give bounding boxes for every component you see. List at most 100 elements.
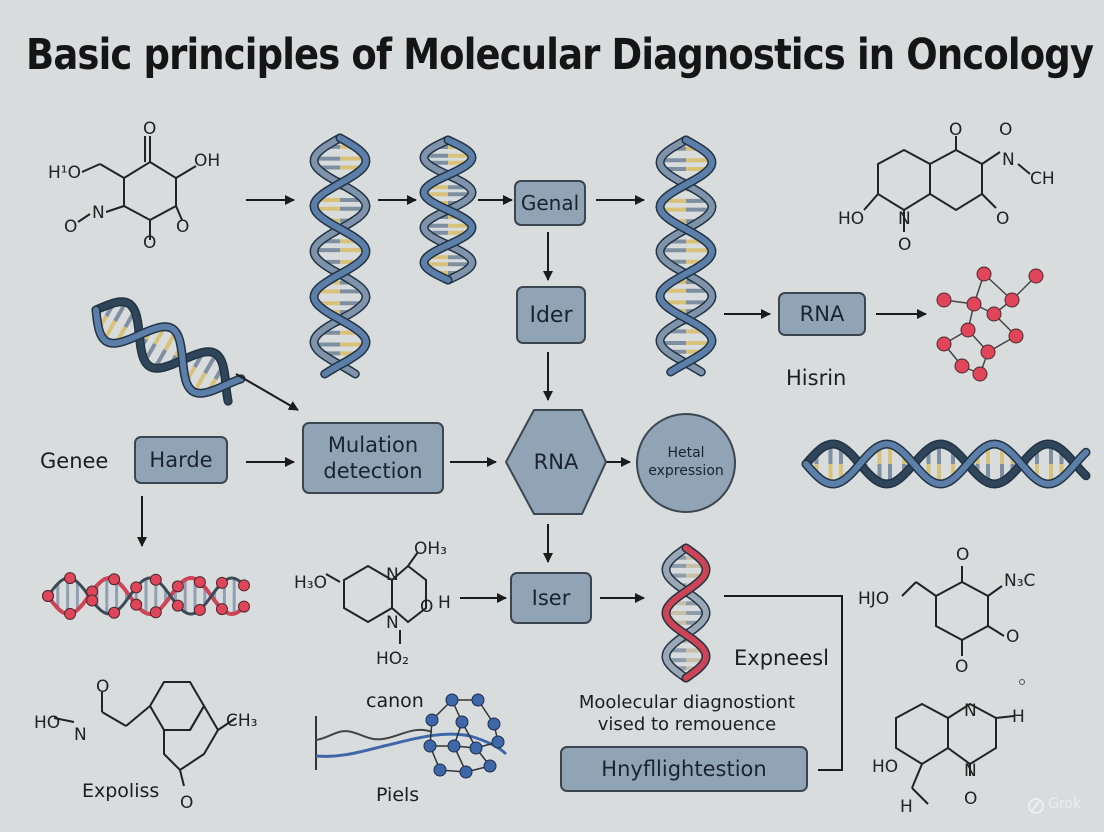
chem-labels-bottom-left: HO N O CH₃ O [34,677,257,813]
atom [972,366,988,382]
expoliss-label: Expoliss [82,780,160,802]
svg-text:O: O [964,789,977,809]
svg-text:O: O [64,217,77,237]
hnyfllightestion-node-label: Hnyfllightestion [601,757,767,781]
atom [171,580,184,593]
atom [64,607,77,620]
hetal-line1: Hetal [667,445,705,461]
hetal-expression-node-shape [636,413,736,513]
svg-text:N: N [386,565,399,585]
svg-text:H₃O: H₃O [294,573,327,593]
mutation-detection-node: Mulation detection [302,422,444,494]
svg-text:N: N [74,725,87,745]
rna-top-node: RNA [778,292,866,336]
hnyfllightestion-node: Hnyfllightestion [560,746,808,792]
dna-helix-2 [419,135,477,285]
chem-structure-top-right [863,136,1031,232]
iser-node: Iser [510,572,592,624]
iser-node-label: Iser [531,586,571,610]
svg-text:CH: CH [1030,169,1055,189]
atom [936,336,952,352]
molecular-label-line2: vised to remouence [597,713,777,735]
dna-helix-6 [661,543,711,683]
molecular-label-line1: Moolecular diagnostiont [578,692,796,713]
arrow [235,373,299,411]
rna-center-node-label: RNA [533,450,579,474]
dna-helix-3 [655,135,717,377]
connector-line [724,595,843,771]
piels-label: Piels [376,784,420,806]
svg-text:O: O [1006,627,1019,647]
ider-node: Ider [516,286,586,344]
svg-text:HO₂: HO₂ [376,649,409,669]
atom [469,741,483,755]
chem-labels-bottom-right-1: O HJO N₃C O O [858,545,1035,677]
harde-node: Harde [134,436,228,484]
atom [1004,292,1020,308]
genee-label: Genee [40,449,109,473]
svg-text:OH: OH [194,151,220,171]
svg-text:O: O [420,597,433,617]
atom [193,603,206,616]
atom [960,322,976,338]
atom [986,306,1002,322]
atom [487,717,501,731]
svg-text:N: N [898,209,911,229]
svg-text:H¹O: H¹O [48,163,81,183]
harde-node-label: Harde [149,448,213,472]
svg-text:O: O [898,235,911,255]
svg-text:HO: HO [34,713,60,733]
atom [447,739,461,753]
svg-text:HJO: HJO [858,589,889,609]
svg-text:N: N [964,761,977,781]
chem-labels-mid: H₃O N OH₃ O H N HO₂ [294,539,451,669]
svg-text:O: O [180,793,193,813]
atom [64,572,77,585]
atom [86,594,99,607]
molecule-network-red [936,266,1044,382]
atom [193,576,206,589]
molecular-label: Moolecular diagnostiont vised to remouen… [562,692,812,735]
chem-structure-top-left [77,136,197,240]
mutation-detection-label-line2: detection [323,459,423,483]
atom [936,292,952,308]
atom [433,763,447,777]
rna-top-node-label: RNA [799,302,845,326]
svg-text:N: N [1002,150,1015,170]
ider-node-label: Ider [529,302,573,328]
svg-text:O: O [956,545,969,565]
canon-label: canon [366,690,424,712]
atom [130,598,143,611]
atom [966,296,982,312]
svg-text:N: N [92,203,105,223]
atom [980,344,996,360]
atom [108,606,121,619]
atom [425,713,439,727]
atom [149,573,162,586]
atom [491,735,505,749]
svg-text:O: O [143,233,156,253]
svg-text:HO: HO [838,209,864,229]
small-dot [1019,679,1025,685]
svg-text:H: H [900,797,913,817]
molecule-network-blue [423,693,505,779]
rna-center-node-shape [505,409,607,515]
grok-watermark-icon [1028,798,1044,814]
svg-text:N: N [386,613,399,633]
atom [171,599,184,612]
dna-helix-4 [91,297,246,406]
atom [108,573,121,586]
genal-node-label: Genal [520,191,580,215]
svg-text:O: O [176,217,189,237]
chem-labels-top-right: O O N CH HO N O O [838,120,1055,255]
watermark-label: Grok [1048,796,1081,812]
chem-structure-bottom-right-2 [895,702,1015,805]
page-title: Basic principles of Molecular Diagnostic… [26,30,1094,80]
svg-text:O: O [999,120,1012,140]
svg-text:N: N [964,701,977,721]
chem-structure-bottom-right-1 [901,566,1005,656]
atom [445,693,459,707]
svg-text:O: O [996,209,1009,229]
